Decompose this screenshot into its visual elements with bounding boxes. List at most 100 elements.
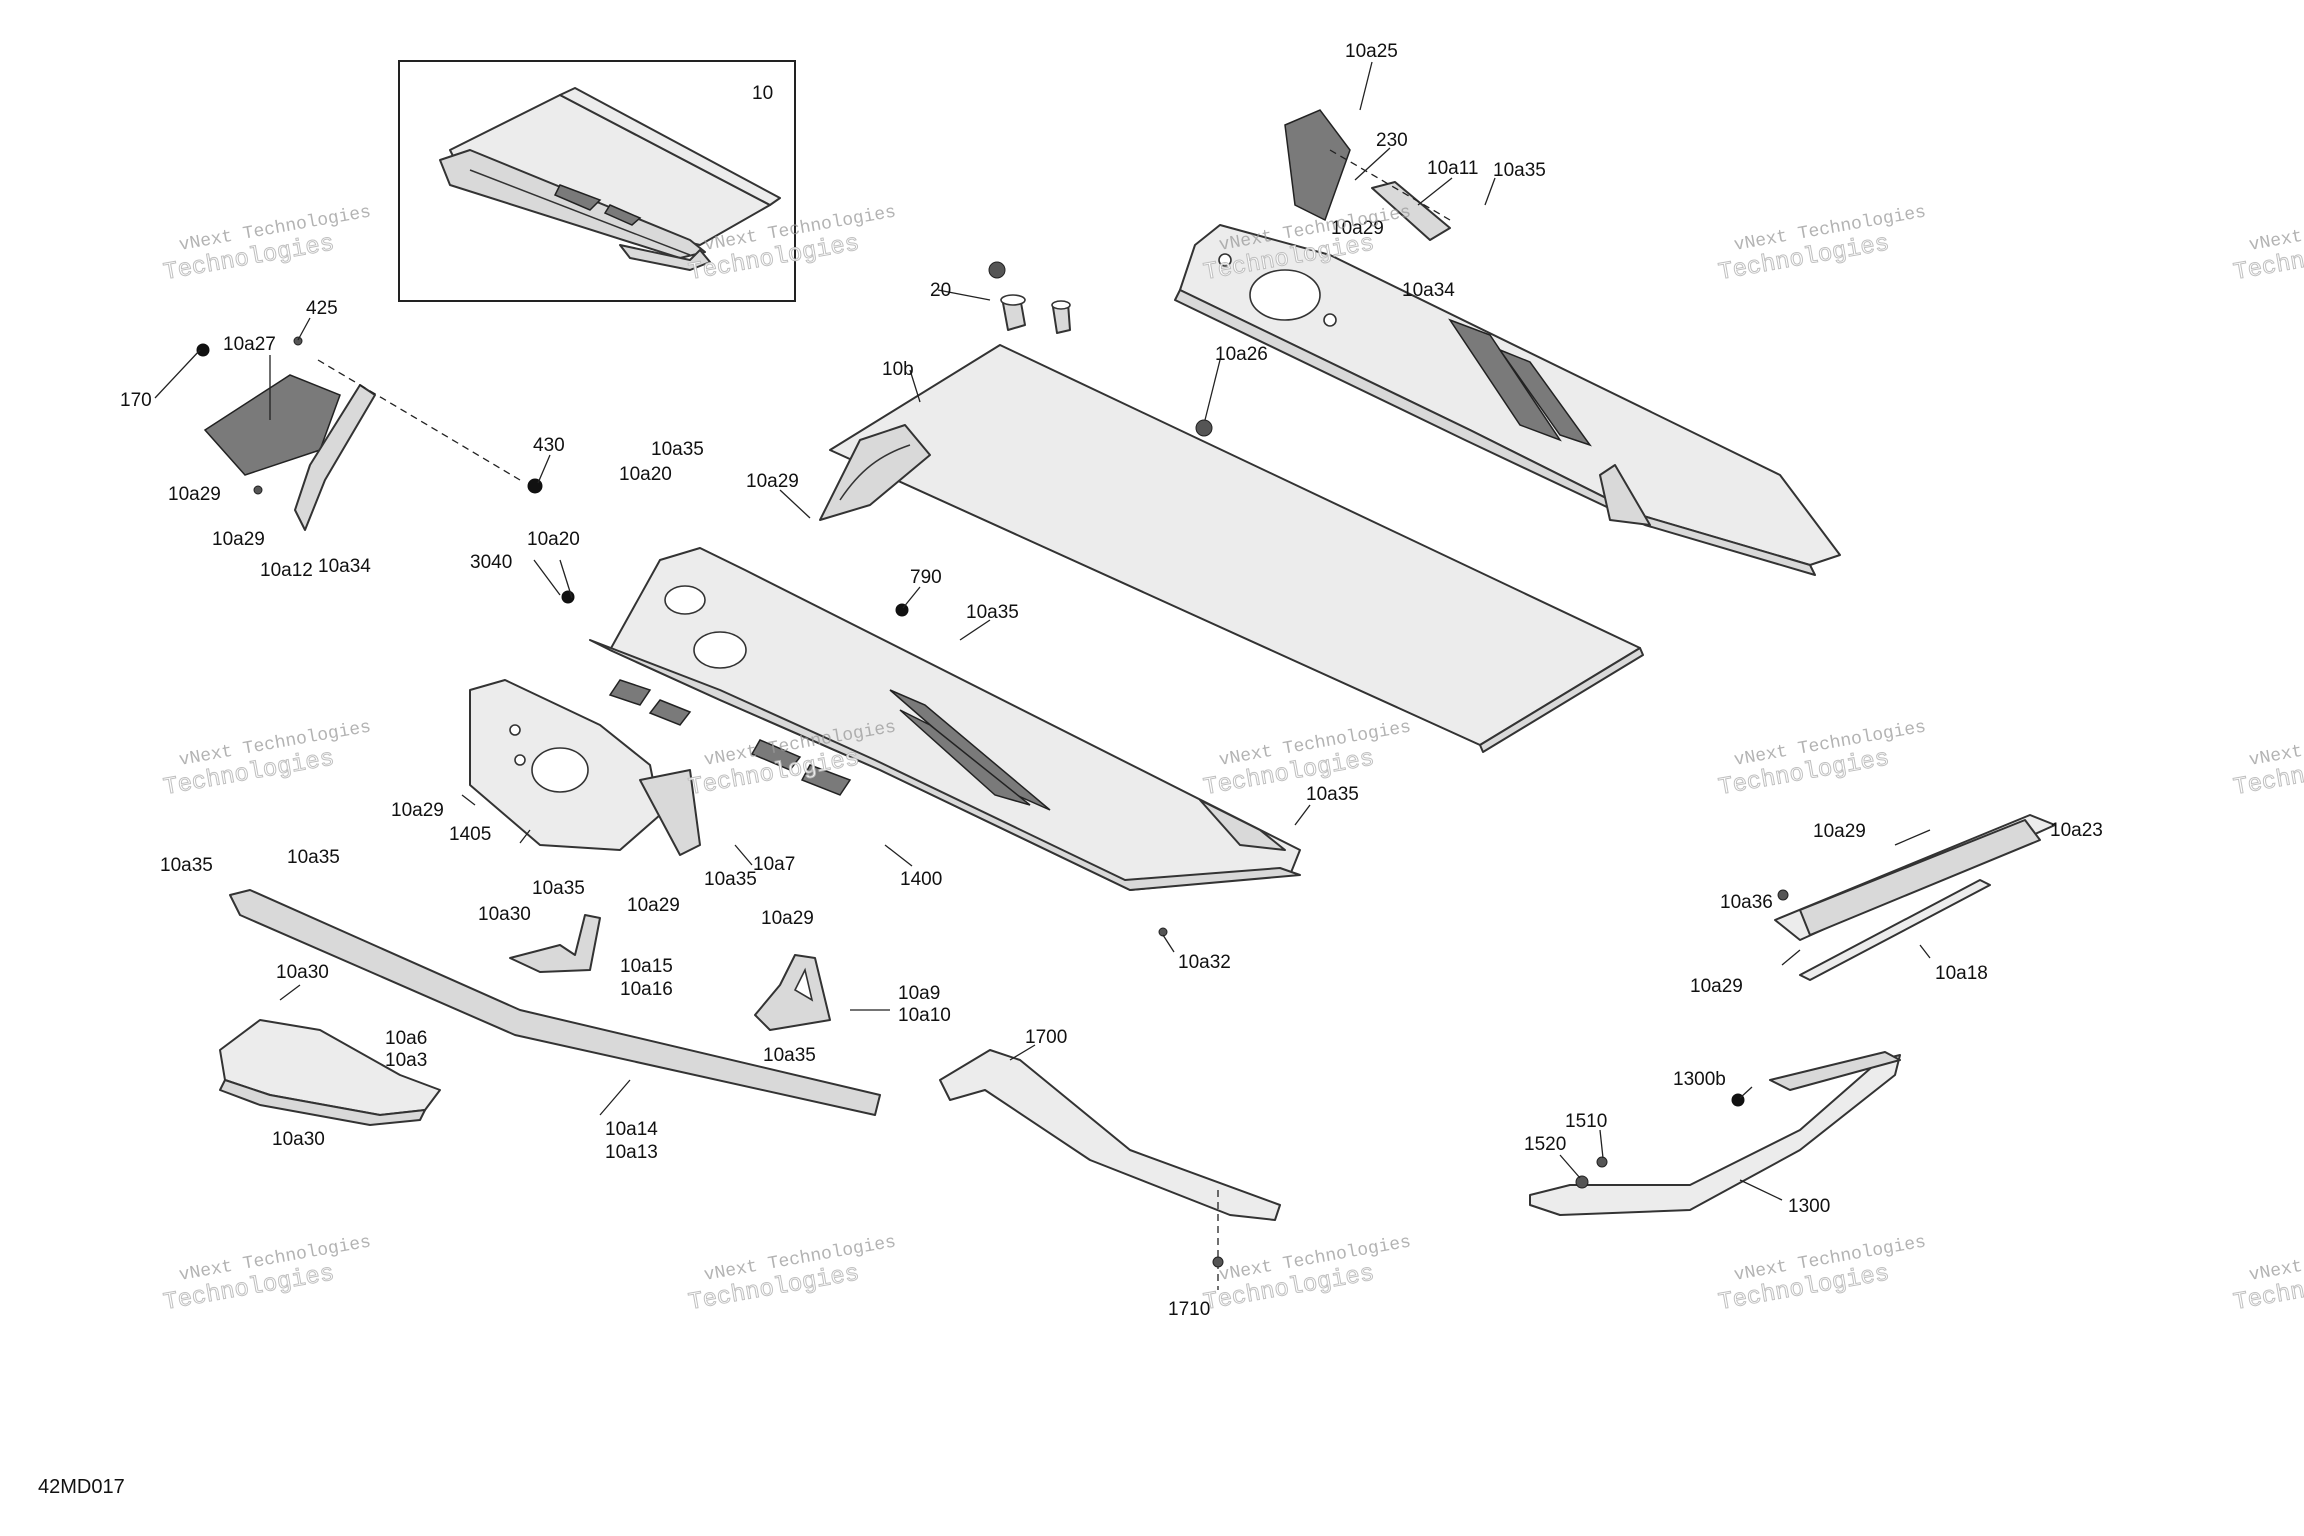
nut-790 (895, 603, 909, 617)
callout-10a35: 10a35 (160, 855, 213, 876)
callout-10a30: 10a30 (276, 962, 329, 983)
callout-10a35: 10a35 (651, 439, 704, 460)
callout-790: 790 (910, 567, 942, 588)
callout-10a36: 10a36 (1720, 892, 1773, 913)
callout-10: 10 (752, 83, 773, 104)
callout-3040: 3040 (470, 552, 512, 573)
callout-10a13: 10a13 (605, 1142, 658, 1163)
callout-230: 230 (1376, 130, 1408, 151)
inset-frame (398, 60, 796, 302)
callout-10a14: 10a14 (605, 1119, 658, 1140)
callout-10a6: 10a6 (385, 1028, 427, 1049)
watermark: vNext Technologies Technologies (2231, 1232, 2304, 1317)
bolt-10a29-l (253, 485, 263, 495)
bolt-1510 (1596, 1156, 1608, 1168)
callout-20: 20 (930, 280, 951, 301)
callout-10a23: 10a23 (2050, 820, 2103, 841)
callout-1710: 1710 (1168, 1299, 1210, 1320)
callouts: 10 10a25 230 10a11 10a35 10a29 10a34 425… (38, 41, 2103, 1498)
watermark: vNext Technologies Technologies (2231, 202, 2304, 287)
callout-10a35: 10a35 (966, 602, 1019, 623)
callout-10a26: 10a26 (1215, 344, 1268, 365)
watermark: vNext Technologies Technologies (161, 1232, 373, 1317)
callout-10a29: 10a29 (1813, 821, 1866, 842)
leader-lines (154, 61, 1931, 1201)
triangle-bracket (754, 954, 831, 1031)
watermark: vNext Technologies Technologies (1201, 1232, 1413, 1317)
callout-10a35: 10a35 (1493, 160, 1546, 181)
callout-1300: 1300 (1788, 1196, 1830, 1217)
callout-10a35: 10a35 (532, 878, 585, 899)
inset-frame-drawing (439, 87, 781, 271)
bolt-10a36 (1777, 889, 1789, 901)
nut-430 (527, 478, 543, 494)
watermark: vNext Technologies Technologies (2231, 717, 2304, 802)
small-bracket (509, 914, 601, 973)
bolt-20 (988, 261, 1006, 279)
callout-10a27: 10a27 (223, 334, 276, 355)
callout-10a35: 10a35 (1306, 784, 1359, 805)
callout-10a15: 10a15 (620, 956, 673, 977)
callout-10a34: 10a34 (318, 556, 371, 577)
nut-170 (196, 343, 210, 357)
callout-1405: 1405 (449, 824, 491, 845)
callout-10a25: 10a25 (1345, 41, 1398, 62)
watermark: vNext Technologies Technologies (161, 717, 373, 802)
callout-170: 170 (120, 390, 152, 411)
callout-10a20: 10a20 (527, 529, 580, 550)
callout-10a7: 10a7 (753, 854, 795, 875)
front-bumper-strip (229, 889, 881, 1116)
footrest-bracket-left (203, 359, 521, 531)
skid-plate (219, 1019, 441, 1126)
runner-assembly (1774, 814, 2056, 981)
watermark: vNext Technologies Technologies (1716, 717, 1928, 802)
callout-1510: 1510 (1565, 1111, 1607, 1132)
svg-text:vNext Technologies: vNext Technologies (2248, 1232, 2304, 1285)
bolt-10a32 (1158, 927, 1168, 937)
callout-10a30: 10a30 (478, 904, 531, 925)
bolt-425 (293, 336, 303, 346)
callout-10a29: 10a29 (1331, 218, 1384, 239)
callout-10a35: 10a35 (763, 1045, 816, 1066)
callout-10a10: 10a10 (898, 1005, 951, 1026)
hardware (196, 261, 1789, 1268)
inset-assembly (398, 60, 796, 302)
tunnel-side-panel-right (1174, 224, 1841, 576)
footrest-bracket-right (1284, 109, 1451, 241)
svg-text:vNext Technologies: vNext Technologies (2248, 202, 2304, 255)
callout-10a30: 10a30 (272, 1129, 325, 1150)
callout-10a18: 10a18 (1935, 963, 1988, 984)
watermark: vNext Technologies Technologies (1716, 1232, 1928, 1317)
callout-10a29: 10a29 (212, 529, 265, 550)
watermark: vNext Technologies Technologies (686, 1232, 898, 1317)
callout-10a34: 10a34 (1402, 280, 1455, 301)
tunnel-side-panel (589, 547, 1301, 891)
deck-plate-10b (819, 294, 1644, 753)
running-board-rail (939, 1049, 1281, 1290)
svg-text:vNext Technologies: vNext Technologies (2248, 717, 2304, 770)
callout-1520: 1520 (1524, 1134, 1566, 1155)
callout-10a20: 10a20 (619, 464, 672, 485)
callout-10a11: 10a11 (1427, 158, 1478, 179)
callout-10a29: 10a29 (627, 895, 680, 916)
callout-10a29: 10a29 (168, 484, 221, 505)
bolt-1710 (1212, 1256, 1224, 1268)
callout-10a32: 10a32 (1178, 952, 1231, 973)
callout-10b: 10b (882, 359, 914, 380)
callout-425: 425 (306, 298, 338, 319)
watermark: vNext Technologies Technologies (161, 202, 373, 287)
callout-10a29: 10a29 (761, 908, 814, 929)
front-gusset-plate (469, 679, 701, 856)
watermark: vNext Technologies Technologies (1716, 202, 1928, 287)
callout-1700: 1700 (1025, 1027, 1067, 1048)
bolt-10a26 (1195, 419, 1213, 437)
ski-1300 (1529, 1051, 1901, 1216)
callout-1300b: 1300b (1673, 1069, 1726, 1090)
bolt-1520 (1575, 1175, 1589, 1189)
callout-10a9: 10a9 (898, 983, 940, 1004)
callout-10a3: 10a3 (385, 1050, 427, 1071)
callout-10a35: 10a35 (704, 869, 757, 890)
callout-10a29: 10a29 (746, 471, 799, 492)
callout-430: 430 (533, 435, 565, 456)
